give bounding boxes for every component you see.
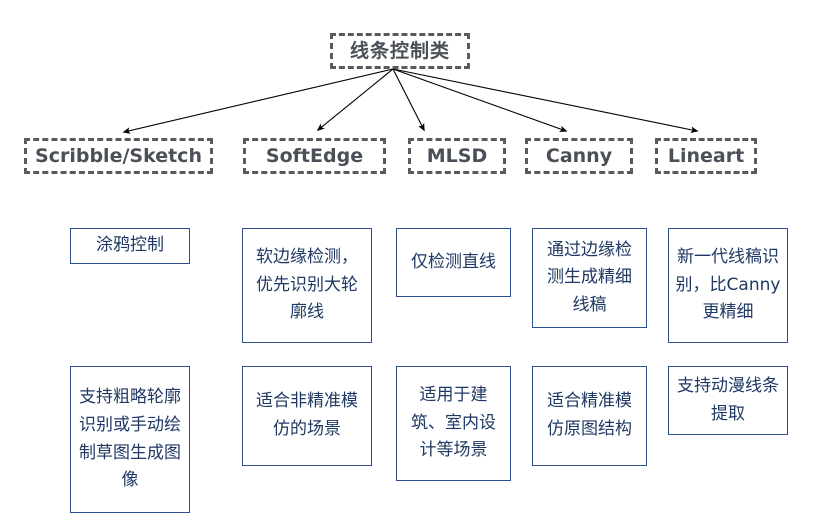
arrow-to-scribble bbox=[122, 68, 394, 134]
method-node-label: SoftEdge bbox=[265, 144, 364, 167]
description-text: 支持动漫线条提取 bbox=[677, 375, 779, 424]
description-box-mlsd-feature: 仅检测直线 bbox=[396, 228, 511, 297]
root-node-label: 线条控制类 bbox=[349, 39, 450, 62]
method-node-canny[interactable]: Canny bbox=[525, 138, 633, 174]
description-text: 适用于建筑、室内设计等场景 bbox=[411, 385, 496, 461]
description-box-mlsd-usecase: 适用于建筑、室内设计等场景 bbox=[396, 366, 511, 481]
description-text: 支持粗略轮廓识别或手动绘制草图生成图像 bbox=[79, 387, 181, 491]
description-box-softedge-usecase: 适合非精准模仿的场景 bbox=[242, 366, 372, 466]
description-box-lineart-usecase: 支持动漫线条提取 bbox=[668, 366, 788, 435]
description-box-scribble-feature: 涂鸦控制 bbox=[70, 228, 190, 264]
method-node-label: Scribble/Sketch bbox=[35, 144, 202, 167]
method-node-softedge[interactable]: SoftEdge bbox=[243, 138, 386, 174]
description-box-scribble-usecase: 支持粗略轮廓识别或手动绘制草图生成图像 bbox=[70, 366, 190, 513]
description-box-canny-usecase: 适合精准模仿原图结构 bbox=[532, 366, 647, 466]
description-text: 通过边缘检测生成精细线稿 bbox=[547, 239, 632, 315]
description-box-softedge-feature: 软边缘检测，优先识别大轮廓线 bbox=[242, 228, 372, 343]
method-node-scribble[interactable]: Scribble/Sketch bbox=[24, 138, 213, 174]
arrow-to-lineart bbox=[392, 68, 699, 134]
description-text: 适合精准模仿原图结构 bbox=[547, 391, 632, 439]
description-text: 仅检测直线 bbox=[411, 251, 496, 272]
root-node[interactable]: 线条控制类 bbox=[330, 33, 470, 69]
description-box-lineart-feature: 新一代线稿识别，比Canny更精细 bbox=[668, 228, 788, 343]
description-text: 新一代线稿识别，比Canny更精细 bbox=[675, 247, 781, 323]
description-box-canny-feature: 通过边缘检测生成精细线稿 bbox=[532, 228, 647, 328]
arrow-to-softedge bbox=[316, 68, 394, 131]
method-node-lineart[interactable]: Lineart bbox=[655, 138, 757, 174]
description-text: 涂鸦控制 bbox=[96, 235, 164, 256]
method-node-label: Canny bbox=[545, 144, 613, 167]
method-node-label: Lineart bbox=[667, 144, 745, 167]
method-node-mlsd[interactable]: MLSD bbox=[408, 138, 506, 174]
description-text: 适合非精准模仿的场景 bbox=[256, 391, 358, 439]
arrow-to-canny bbox=[392, 68, 568, 133]
method-node-label: MLSD bbox=[426, 144, 488, 167]
arrow-to-mlsd bbox=[392, 68, 425, 132]
description-text: 软边缘检测，优先识别大轮廓线 bbox=[256, 247, 358, 323]
